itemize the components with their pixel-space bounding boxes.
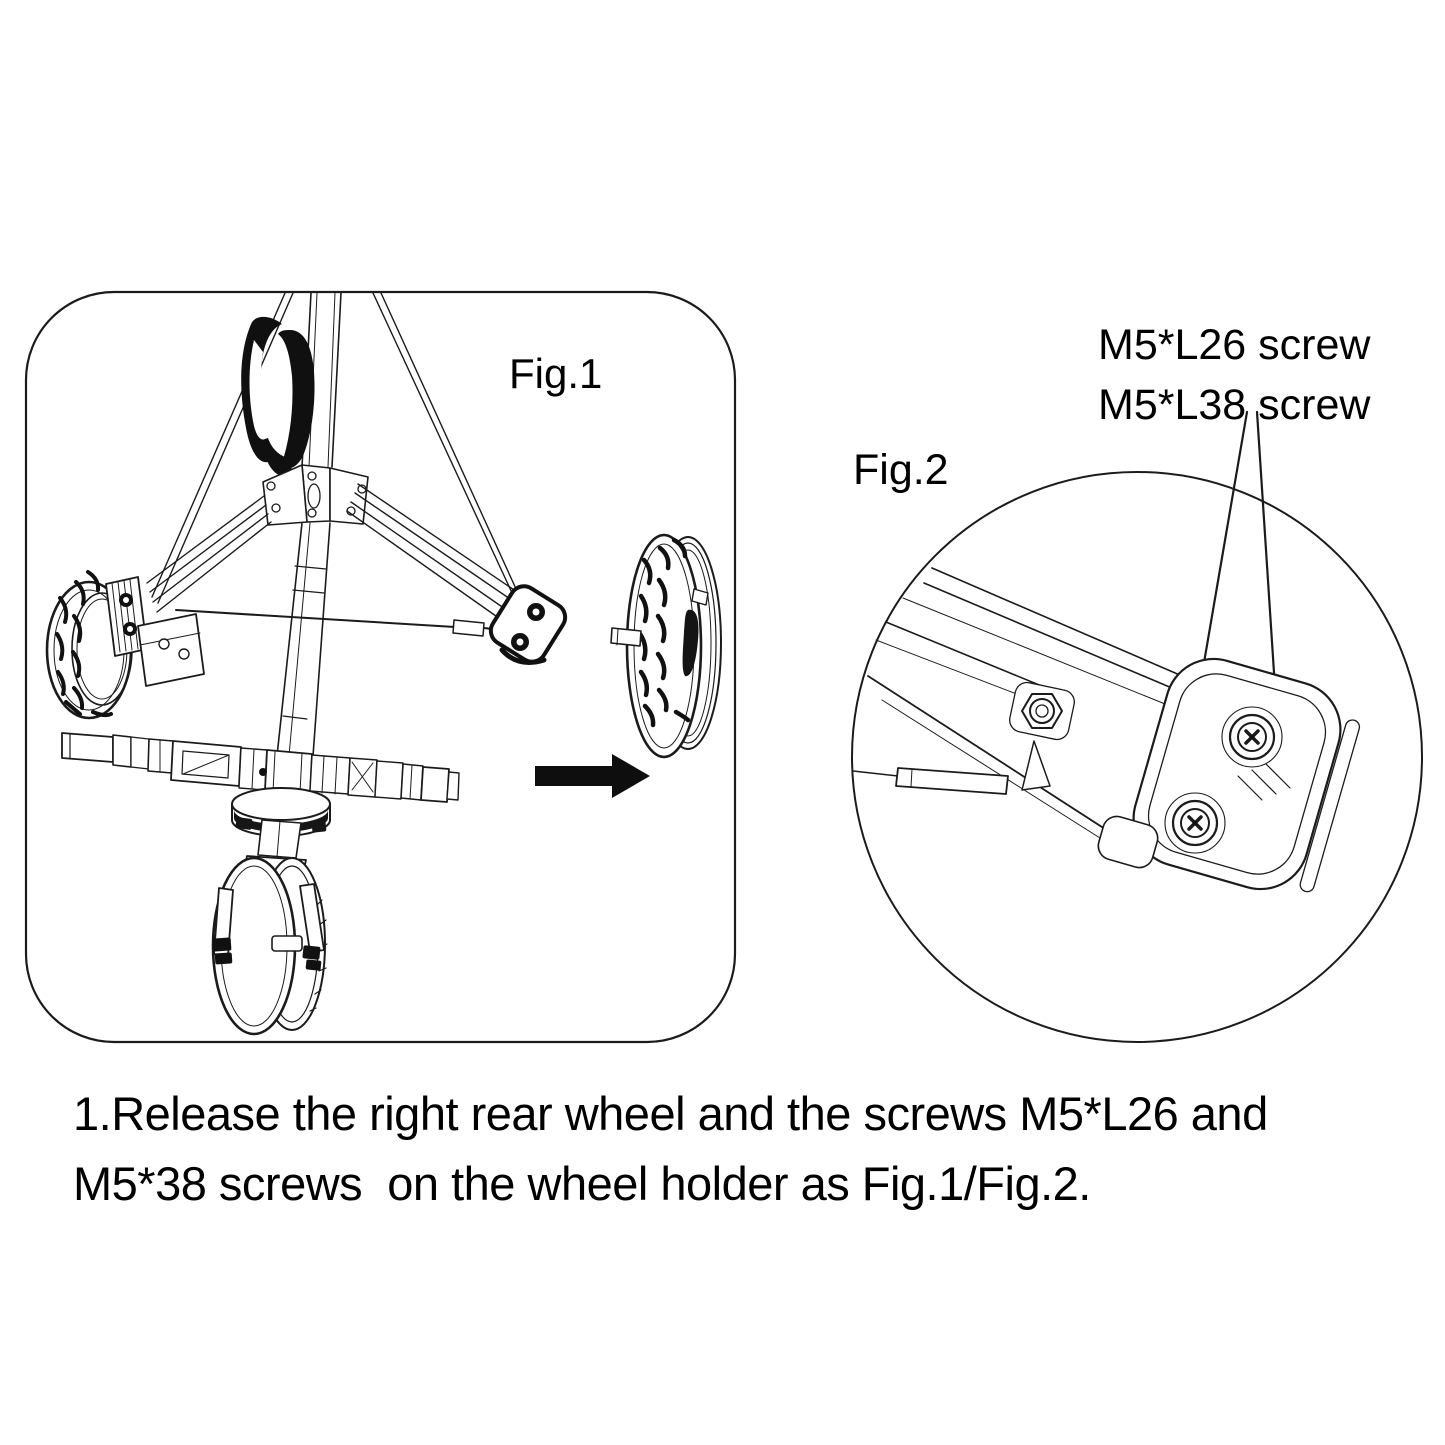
- frame-rod: [852, 740, 1051, 795]
- figure1-caption: Fig.1: [509, 350, 603, 397]
- right-axle-arm: [346, 483, 518, 622]
- pointed-bracket: [1021, 740, 1051, 791]
- figure2-detail: [851, 410, 1423, 1043]
- removal-direction-arrow-icon: [535, 754, 650, 798]
- screw-upper: [1221, 706, 1283, 768]
- holder-hatch-lines: [1237, 763, 1291, 801]
- wheel-hub-gearbox: [105, 576, 205, 687]
- folding-base-disc: [231, 787, 331, 837]
- screw-lower: [1164, 792, 1226, 854]
- axle-rod: [175, 609, 501, 637]
- handle-bracket: [241, 316, 315, 476]
- instruction-line-2: M5*38 screws on the wheel holder as Fig.…: [73, 1157, 1091, 1210]
- right-wheel-treads: [637, 537, 691, 728]
- wheel-holder-block: [1097, 657, 1361, 893]
- left-wheel-treads: [55, 570, 113, 718]
- folding-handle-bar: [61, 732, 460, 803]
- screw-label-m5l38: M5*L38 screw: [1098, 381, 1371, 429]
- detached-right-rear-wheel: [610, 533, 722, 759]
- hex-bolt: [1009, 681, 1075, 741]
- magnifier-circle: [851, 471, 1423, 1043]
- support-struts: [151, 293, 518, 604]
- axle-hinge-bracket: [262, 464, 369, 526]
- figure1-panel: [24, 290, 737, 1044]
- instruction-line-1: 1.Release the right rear wheel and the s…: [73, 1087, 1268, 1140]
- figure1-border: [24, 290, 737, 1044]
- figure2-caption: Fig.2: [853, 446, 949, 494]
- wheel-axle-stub: [610, 627, 642, 647]
- right-wheel-mount: [488, 584, 568, 665]
- trolley-drawing: [45, 293, 722, 1036]
- front-wheel: [211, 856, 328, 1036]
- screw-label-m5l26: M5*L26 screw: [1098, 321, 1371, 369]
- lower-mast: [276, 522, 331, 757]
- left-axle-arm: [146, 495, 272, 613]
